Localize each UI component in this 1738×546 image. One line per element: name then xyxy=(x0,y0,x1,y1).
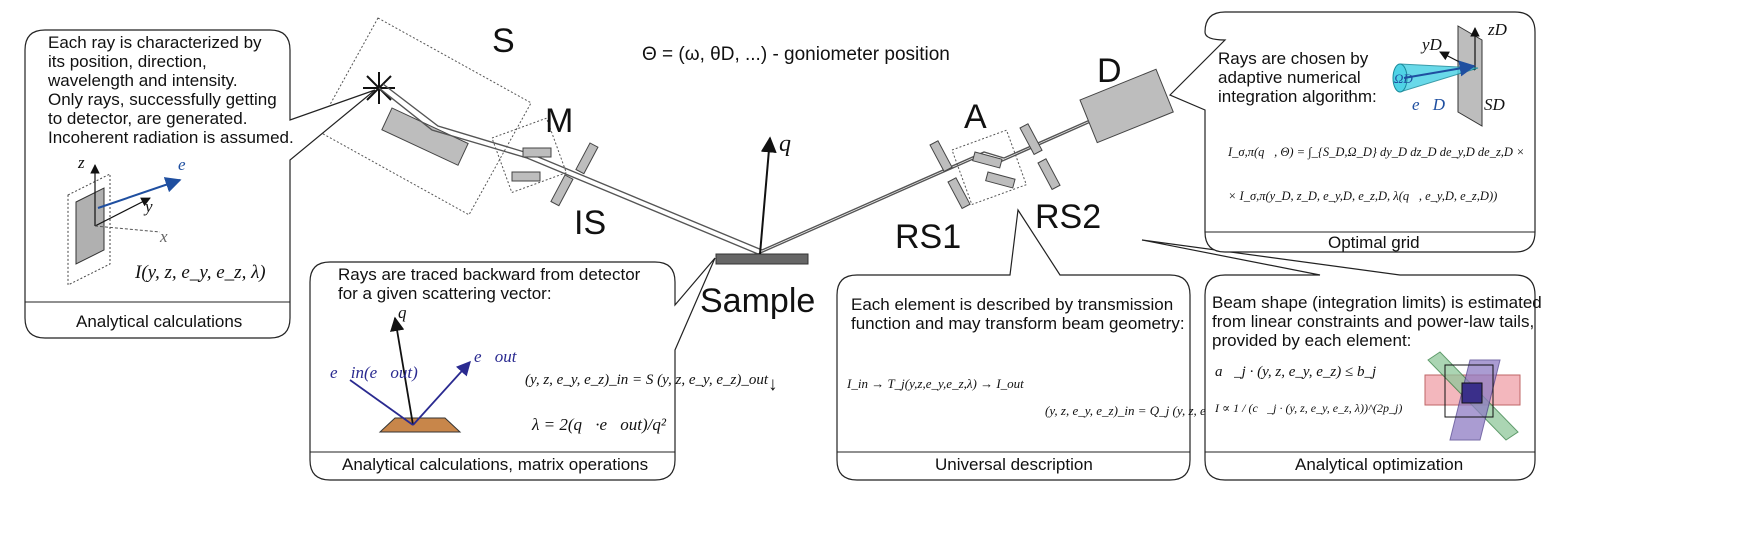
panel5-vector-label: e⃗D xyxy=(1412,95,1446,114)
panel5-surface-label: SD xyxy=(1484,95,1506,114)
panel3-footer: Universal description xyxy=(935,455,1093,474)
panel1-x-axis xyxy=(94,225,161,233)
panel1-line-1: Each ray is characterized by xyxy=(48,33,262,52)
panel2-matrix-equation: (y, z, e_y, e_z)_in = S (y, z, e_y, e_z)… xyxy=(525,372,769,388)
panel3-line-2: function and may transform beam geometry… xyxy=(851,314,1185,333)
panel5-omega-label: ΩD xyxy=(1394,71,1413,86)
panel5-axis-y: yD xyxy=(1420,35,1443,54)
panel-optimization: Beam shape (integration limits) is estim… xyxy=(1141,239,1542,481)
panel1-line-3: wavelength and intensity. xyxy=(47,71,238,90)
panel5-vector-arrow xyxy=(1403,60,1476,79)
panel5-integral-line1: I_σ,π(q⃗, Θ) = ∫_{S_D,Ω_D} dy_D dz_D de_… xyxy=(1227,145,1525,160)
panel4-line-2: from linear constraints and power-law ta… xyxy=(1212,312,1534,331)
panel5-line-3: integration algorithm: xyxy=(1218,87,1377,106)
panel2-footer: Analytical calculations, matrix operatio… xyxy=(342,455,648,474)
panel1-surface xyxy=(75,187,105,265)
monochromator-label: M xyxy=(545,102,573,140)
panel1-vector-arrow xyxy=(97,177,182,209)
panel4-constraint-diagram xyxy=(1424,351,1521,441)
panel1-frame xyxy=(67,173,111,286)
panel2-lambda-equation: λ = 2(q⃗·e⃗out)/q² xyxy=(531,415,667,434)
panel5-line-1: Rays are chosen by xyxy=(1218,49,1369,68)
panel1-vector-label: e⃗ xyxy=(178,155,199,174)
panel-backward-tracing: Rays are traced backward from detector f… xyxy=(309,257,769,481)
scattering-vector-label: q⃗ xyxy=(779,131,810,157)
panel4-footer: Analytical optimization xyxy=(1295,455,1463,474)
panel1-y-axis xyxy=(94,197,151,227)
receiving-slit1-label: RS1 xyxy=(895,218,961,256)
panel1-footer: Analytical calculations xyxy=(76,312,242,331)
panel2-ein-label: e⃗in(e⃗out) xyxy=(330,363,418,382)
panel5-line-2: adaptive numerical xyxy=(1218,68,1361,87)
panel2-line-2: for a given scattering vector: xyxy=(338,284,552,303)
panel4-constraint: a⃗_j · (y, z, e_y, e_z) ≤ b_j xyxy=(1215,364,1376,380)
panel5-axis-z: zD xyxy=(1487,20,1508,39)
panel1-axis-x: x xyxy=(159,227,168,246)
panel1-formula: I(y, z, e_y, e_z, λ) xyxy=(134,262,266,283)
panel3-transmission-equation: I_in → T_j(y,z,e_y,e_z,λ) → I_out xyxy=(846,376,1024,391)
panel4-line-3: provided by each element: xyxy=(1212,331,1411,350)
receiving-slit2-label: RS2 xyxy=(1035,198,1101,236)
panel-optimal-grid: Rays are chosen by adaptive numerical in… xyxy=(1168,11,1536,253)
panel2-line-1: Rays are traced backward from detector xyxy=(338,265,641,284)
panel-analytical-calculations: Each ray is characterized by its positio… xyxy=(24,29,376,339)
panel-universal: Each element is described by transmissio… xyxy=(836,208,1269,481)
panel4-tail: I ∝ 1 / (c⃗_j · (y, z, e_y, e_z, λ))^(2p… xyxy=(1214,401,1402,415)
panel5-footer: Optimal grid xyxy=(1328,233,1420,252)
panel1-axis-z: z xyxy=(77,153,85,172)
panel3-line-1: Each element is described by transmissio… xyxy=(851,295,1173,314)
panel2-q-arrow xyxy=(390,316,414,426)
goniometer-caption: Θ = (ω, θD, ...) - goniometer position xyxy=(642,44,950,65)
detector-box xyxy=(1079,68,1174,144)
analyzer xyxy=(929,123,1061,210)
instrument-layout: S M IS Sample A RS1 RS2 D q⃗ Θ = (ω, θD,… xyxy=(315,17,1174,395)
down-arrow-icon: ↓ xyxy=(768,374,778,395)
panel2-q-label: q⃗ xyxy=(398,303,420,322)
panel2-eout-label: e⃗out xyxy=(474,347,518,366)
panel1-line-2: its position, direction, xyxy=(48,52,207,71)
panel1-line-6: Incoherent radiation is assumed. xyxy=(48,128,294,147)
incident-slit-label: IS xyxy=(574,204,606,242)
panel1-line-5: to detector, are generated. xyxy=(48,109,247,128)
panel2-sample-plate xyxy=(378,417,462,433)
source-label: S xyxy=(492,22,515,60)
scattering-vector-arrow xyxy=(759,136,777,255)
panel1-axis-y: y xyxy=(143,197,153,216)
incident-beam xyxy=(378,83,763,255)
panel5-integral-line2: × I_σ,π(y_D, z_D, e_y,D, e_z,D, λ(q⃗, e_… xyxy=(1228,189,1497,203)
sample-plate xyxy=(715,253,809,265)
panel5-detector-plane xyxy=(1457,25,1483,127)
analyzer-label: A xyxy=(964,98,987,136)
source-crystal xyxy=(381,107,469,166)
panel4-line-1: Beam shape (integration limits) is estim… xyxy=(1212,293,1542,312)
monochromator xyxy=(491,117,599,207)
sample-label: Sample xyxy=(700,282,815,320)
detector-label: D xyxy=(1097,52,1122,90)
panel1-line-4: Only rays, successfully getting xyxy=(48,90,277,109)
panel2-ein-line xyxy=(349,379,414,426)
panel2-eout-arrow xyxy=(412,360,471,426)
